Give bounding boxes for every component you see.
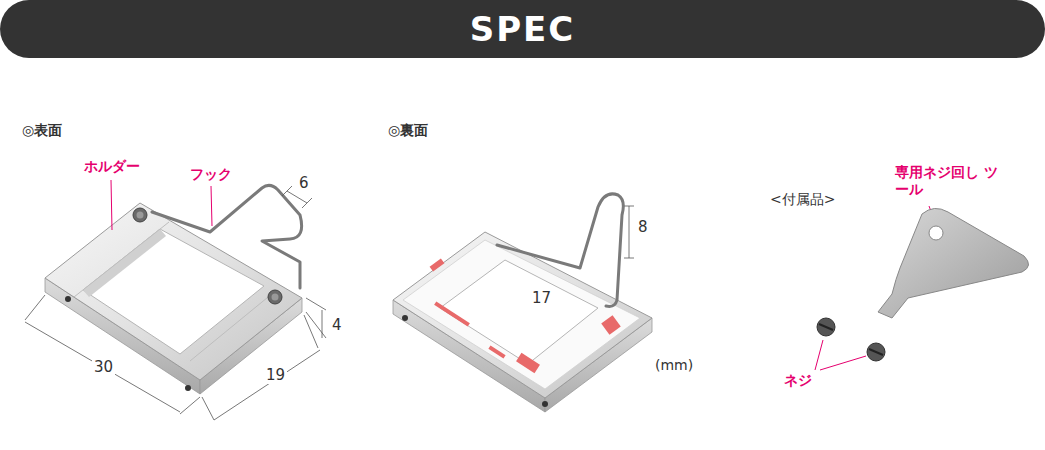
accessory-heading: <付属品>: [770, 191, 835, 208]
unit-note: (mm): [655, 357, 693, 374]
part-name: ネジ: [784, 372, 812, 389]
part-name: フック: [190, 166, 232, 183]
tape-print: [430, 258, 621, 373]
dimension: 8: [636, 218, 650, 236]
part-name: ホルダー: [84, 158, 140, 175]
view-heading: ◎表面: [22, 122, 62, 139]
screws: [817, 318, 885, 361]
part-name: 専用ネジ回し ツール: [895, 164, 999, 198]
front-holder: [45, 185, 302, 394]
screwdriver-tool: [878, 208, 1029, 318]
dimension: 19: [264, 366, 287, 384]
title-bar: [0, 0, 1045, 58]
dimension: 6: [297, 174, 311, 192]
dimension: 4: [330, 316, 344, 334]
leader-lines: [111, 180, 935, 370]
title: SPEC: [470, 9, 576, 49]
dimension: 17: [530, 289, 553, 307]
back-holder: [393, 194, 652, 412]
view-heading: ◎裏面: [388, 122, 428, 139]
dimension: 30: [92, 358, 115, 376]
